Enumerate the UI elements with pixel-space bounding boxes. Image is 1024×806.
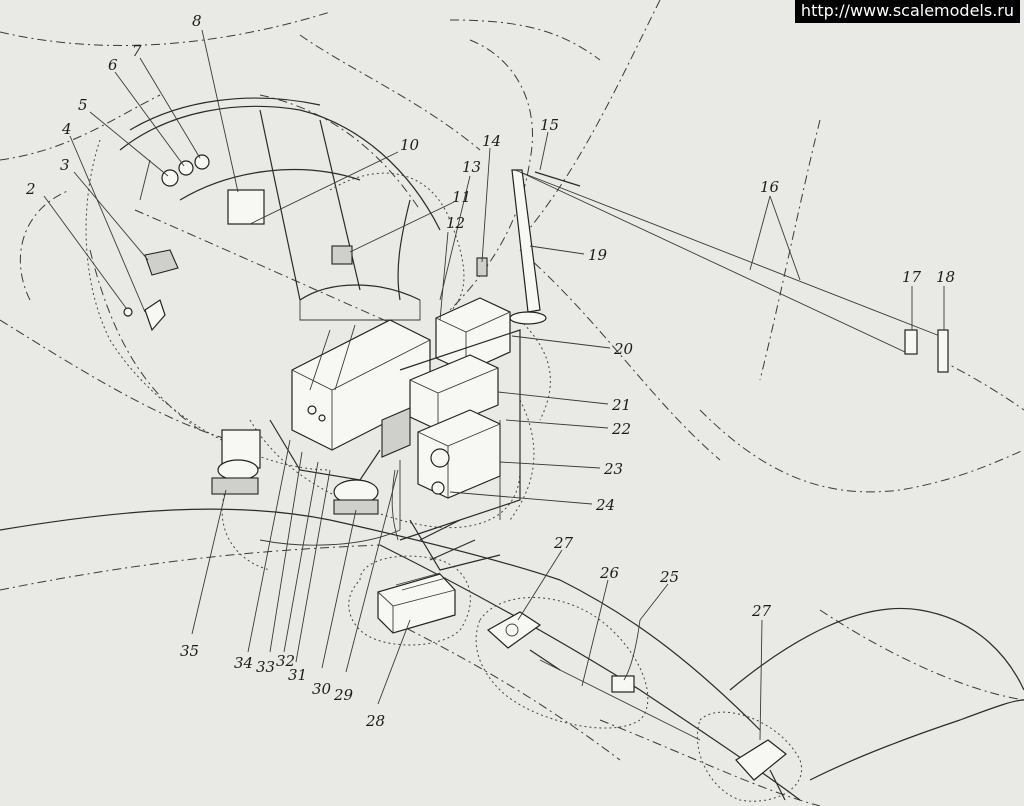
anchor-18 xyxy=(937,329,949,373)
callout-20: 20 xyxy=(613,340,634,358)
callout-35: 35 xyxy=(180,642,199,660)
component-2 xyxy=(123,307,133,317)
callout-26: 26 xyxy=(599,564,620,582)
callout-34: 34 xyxy=(234,654,253,672)
antenna-assembly xyxy=(509,169,949,373)
insulator-15 xyxy=(534,171,581,187)
callout-6: 6 xyxy=(108,56,118,74)
callout-33: 33 xyxy=(256,658,275,676)
unit-22 xyxy=(381,407,411,458)
callout-28: 28 xyxy=(365,712,385,730)
callout-7: 7 xyxy=(132,42,142,60)
cable-runs xyxy=(259,469,401,546)
callout-18: 18 xyxy=(936,268,955,286)
component-8 xyxy=(227,189,265,225)
callout-numbers: 2 3 4 5 6 7 8 10 11 12 13 14 15 16 17 18… xyxy=(25,12,955,730)
callout-29: 29 xyxy=(333,686,354,704)
component-5 xyxy=(161,169,179,187)
callout-3: 3 xyxy=(60,156,70,174)
callout-23: 23 xyxy=(603,460,623,478)
callout-10: 10 xyxy=(400,136,420,154)
leader-lines xyxy=(43,29,945,741)
callout-13: 13 xyxy=(462,158,481,176)
equipment-rack xyxy=(211,297,521,571)
cockpit-small-components xyxy=(123,154,488,332)
callout-5: 5 xyxy=(78,96,88,114)
callout-19: 19 xyxy=(588,246,608,264)
fitting-27-left xyxy=(486,611,542,649)
unit-24 xyxy=(431,481,445,495)
mast-base xyxy=(509,311,547,325)
fitting-25 xyxy=(611,675,635,693)
callout-31: 31 xyxy=(288,666,307,684)
interior-dotted-outlines xyxy=(85,139,803,802)
component-3 xyxy=(144,299,166,332)
callout-16: 16 xyxy=(760,178,780,196)
watermark: http://www.scalemodels.ru xyxy=(794,0,1020,23)
callout-30: 30 xyxy=(312,680,332,698)
component-4 xyxy=(144,249,179,276)
callout-4: 4 xyxy=(61,120,72,138)
callout-12: 12 xyxy=(446,214,465,232)
callout-8: 8 xyxy=(192,12,202,30)
callout-27-left: 27 xyxy=(553,534,574,552)
floor-fittings xyxy=(486,611,787,801)
callout-15: 15 xyxy=(540,116,559,134)
callout-2: 2 xyxy=(25,180,36,198)
callout-11: 11 xyxy=(452,188,471,206)
component-6 xyxy=(178,160,194,176)
insulator-17 xyxy=(904,329,918,355)
component-7 xyxy=(194,154,210,170)
callout-17: 17 xyxy=(902,268,922,286)
callout-21: 21 xyxy=(611,396,631,414)
fuselage-solid-lines xyxy=(0,508,1024,801)
callout-32: 32 xyxy=(276,652,295,670)
callout-27-right: 27 xyxy=(751,602,772,620)
callout-24: 24 xyxy=(595,496,615,514)
callout-22: 22 xyxy=(611,420,631,438)
callout-14: 14 xyxy=(482,132,501,150)
callout-25: 25 xyxy=(659,568,679,586)
canopy-frame xyxy=(119,97,441,321)
fitting-27-right xyxy=(735,739,787,781)
component-11 xyxy=(331,245,353,265)
antenna-mast-19 xyxy=(511,169,541,313)
battery-28 xyxy=(377,572,456,634)
